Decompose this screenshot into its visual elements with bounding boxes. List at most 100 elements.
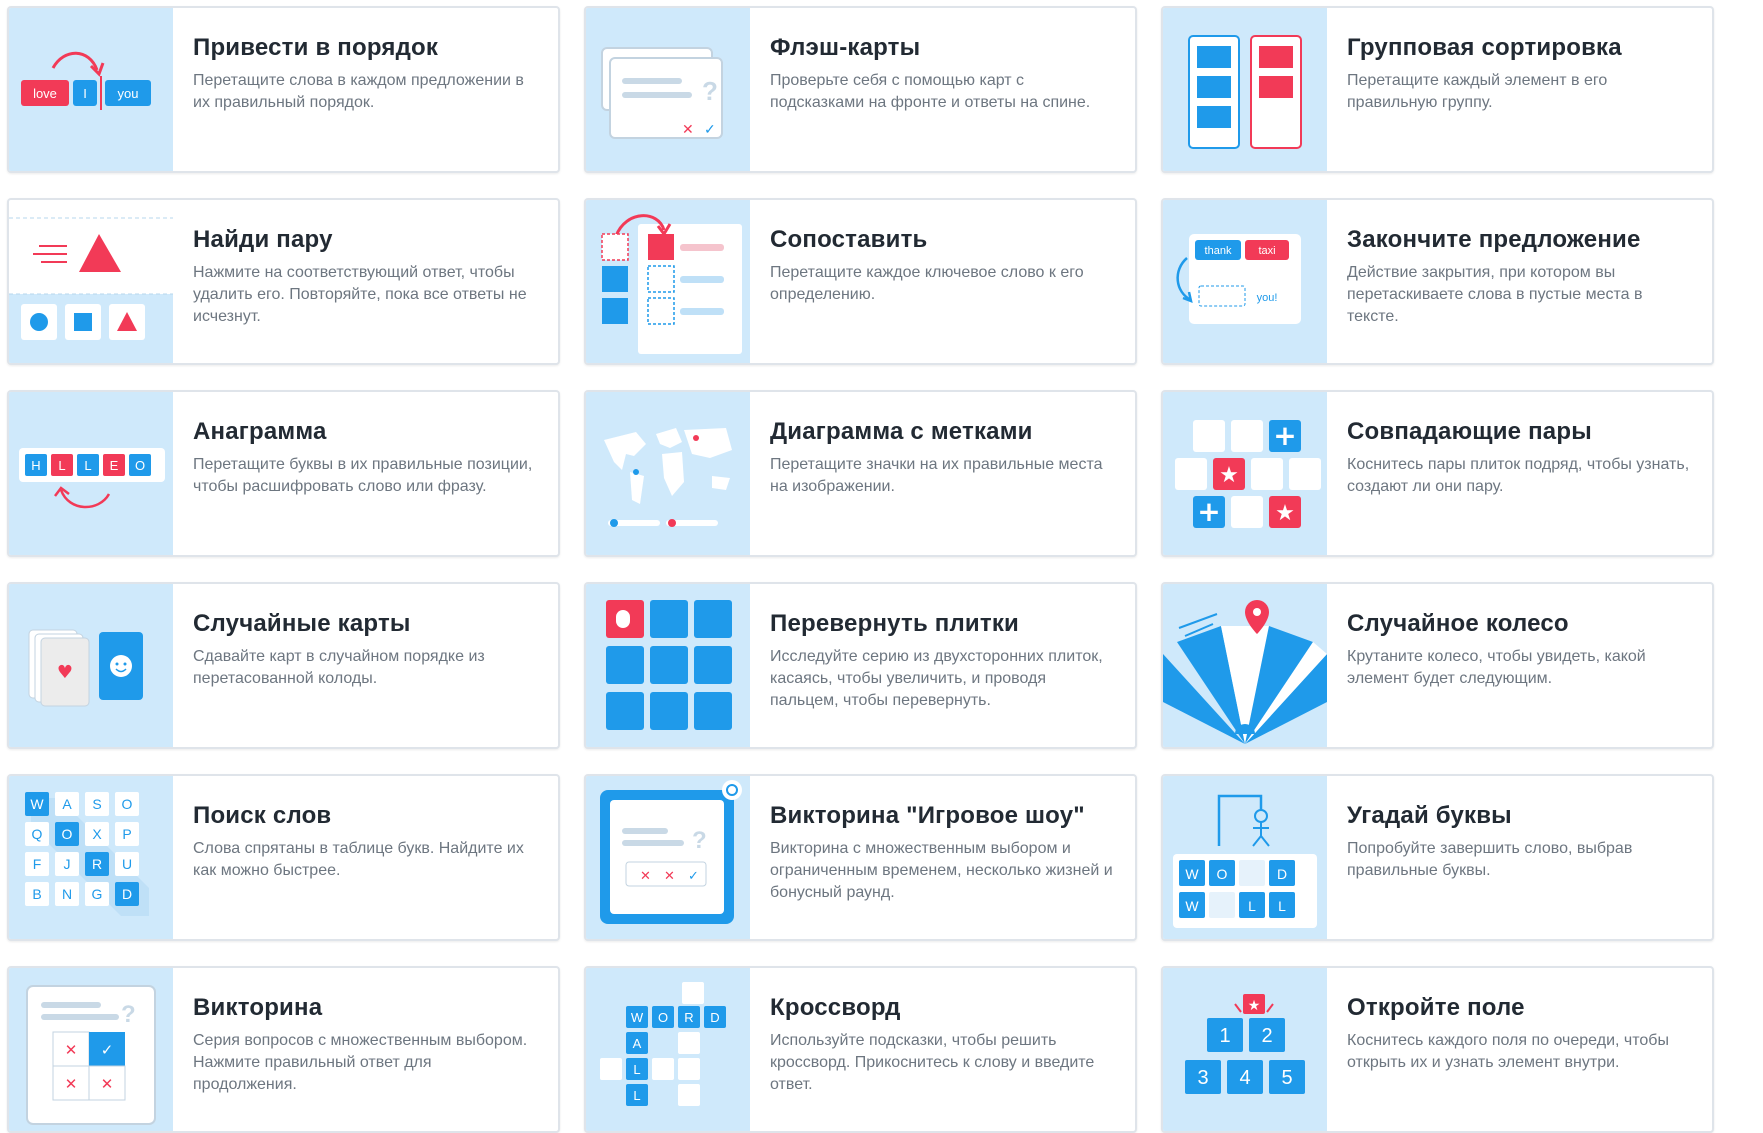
tile-label: O <box>122 796 133 812</box>
group-sort-icon <box>1163 8 1327 171</box>
template-card-flash-cards[interactable]: ? ✕ ✓ Флэш-карты Проверьте себя с помощь… <box>584 6 1137 173</box>
tile-label: H <box>31 458 40 473</box>
tile-label: R <box>684 1010 693 1025</box>
svg-text:?: ? <box>702 76 718 106</box>
svg-text:★: ★ <box>1219 463 1239 488</box>
card-description: Исследуйте серию из двухсторонних плиток… <box>770 648 1103 709</box>
template-card-random-wheel[interactable]: Случайное колесо Крутаните колесо, чтобы… <box>1161 582 1714 749</box>
tile-label: J <box>64 856 71 872</box>
card-title: Привести в порядок <box>193 34 439 61</box>
template-card-anagram[interactable]: H L L E O Анаграмма Перетащите буквы в и… <box>7 390 560 557</box>
template-grid: love I you Привести в порядок Перетащите… <box>7 6 1714 1133</box>
card-description: Викторина с множественным выбором и огра… <box>770 840 1113 901</box>
card-description: Перетащите буквы в их правильные позиции… <box>193 456 533 495</box>
tile-label: O <box>658 1010 668 1025</box>
template-card-group-sort[interactable]: Групповая сортировка Перетащите каждый э… <box>1161 6 1714 173</box>
tile-label: L <box>633 1062 640 1077</box>
svg-text:♥: ♥ <box>57 662 73 683</box>
template-card-gameshow-quiz[interactable]: ? ✕ ✕ ✓ Викторина "Игровое шоу" Викторин… <box>584 774 1137 941</box>
flip-tiles-icon <box>586 584 750 747</box>
tile-label: 3 <box>1197 1067 1208 1089</box>
card-description: Коснитесь каждого поля по очереди, чтобы… <box>1347 1032 1669 1071</box>
crossword-icon: W O R D A L L <box>586 968 750 1131</box>
svg-text:★: ★ <box>1275 501 1295 526</box>
template-card-random-cards[interactable]: ♥ Случайные карты Сдавайте карт в случай… <box>7 582 560 749</box>
svg-text:✕: ✕ <box>682 121 694 137</box>
template-card-matching-pairs[interactable]: + + ★ ★ Совпадающие пары Коснитесь пары … <box>1161 390 1714 557</box>
template-card-hangman[interactable]: W O D W L L Угадай буквы Попробуйте заве… <box>1161 774 1714 941</box>
tile-label: W <box>30 796 44 812</box>
svg-text:★: ★ <box>1248 998 1261 1014</box>
tile-label: L <box>633 1088 640 1103</box>
card-title: Найди пару <box>193 226 333 253</box>
card-title: Случайное колесо <box>1347 610 1569 637</box>
template-card-open-box[interactable]: ★ 1 2 3 4 5 Откройте поле Коснитесь кажд… <box>1161 966 1714 1133</box>
tile-label: N <box>62 886 72 902</box>
card-description: Действие закрытия, при котором вы перета… <box>1347 264 1643 325</box>
template-card-complete-sentence[interactable]: thank taxi you! Закончите предложение Де… <box>1161 198 1714 365</box>
template-card-match-up[interactable]: Сопоставить Перетащите каждое ключевое с… <box>584 198 1137 365</box>
sentence-order-icon: love I you <box>9 8 173 171</box>
match-up-icon <box>586 200 750 363</box>
tile-label: thank <box>1205 245 1232 257</box>
card-title: Поиск слов <box>193 802 332 829</box>
svg-text:✕: ✕ <box>664 869 675 884</box>
gameshow-quiz-icon: ? ✕ ✕ ✓ <box>586 776 750 939</box>
tile-label: W <box>1185 898 1199 914</box>
template-card-crossword[interactable]: W O R D A L L Кроссворд Используйте подс… <box>584 966 1137 1133</box>
template-card-sentence-order[interactable]: love I you Привести в порядок Перетащите… <box>7 6 560 173</box>
template-card-flip-tiles[interactable]: Перевернуть плитки Исследуйте серию из д… <box>584 582 1137 749</box>
flash-cards-icon: ? ✕ ✓ <box>586 8 750 171</box>
card-description: Попробуйте завершить слово, выбрав прави… <box>1347 840 1633 879</box>
tile-label: S <box>92 796 101 812</box>
tile-label: B <box>32 886 41 902</box>
anagram-icon: H L L E O <box>9 392 173 555</box>
card-description: Используйте подсказки, чтобы решить крос… <box>770 1032 1095 1093</box>
card-description: Перетащите слова в каждом предложении в … <box>193 72 524 111</box>
tile-label: G <box>92 886 103 902</box>
card-description: Перетащите каждое ключевое слово к его о… <box>770 264 1084 303</box>
tile-label: E <box>110 458 119 473</box>
tile-label: U <box>122 856 132 872</box>
tile-label: F <box>33 856 42 872</box>
labelled-diagram-icon <box>586 392 750 555</box>
svg-text:✓: ✓ <box>688 869 699 884</box>
tile-label: L <box>84 458 91 473</box>
card-title: Кроссворд <box>770 994 901 1021</box>
card-title: Случайные карты <box>193 610 411 637</box>
svg-text:+: + <box>1197 495 1220 528</box>
svg-text:?: ? <box>121 1001 136 1028</box>
complete-sentence-icon: thank taxi you! <box>1163 200 1327 363</box>
tile-label: Q <box>32 826 43 842</box>
tile-label: L <box>1278 898 1286 914</box>
tile-label: W <box>1185 866 1199 882</box>
open-box-icon: ★ 1 2 3 4 5 <box>1163 968 1327 1131</box>
tile-label: X <box>92 826 102 842</box>
svg-text:✓: ✓ <box>101 1041 114 1059</box>
svg-text:✕: ✕ <box>65 1075 78 1093</box>
tile-label: O <box>1217 866 1228 882</box>
random-cards-icon: ♥ <box>9 584 173 747</box>
tile-label: 5 <box>1281 1067 1292 1089</box>
card-description: Крутаните колесо, чтобы увидеть, какой э… <box>1347 648 1646 687</box>
tile-label: P <box>122 826 131 842</box>
tile-label: L <box>1248 898 1256 914</box>
template-card-find-match[interactable]: Найди пару Нажмите на соответствующий от… <box>7 198 560 365</box>
template-card-quiz[interactable]: ? ✕ ✓ ✕ ✕ Викторина Серия вопросов с мно… <box>7 966 560 1133</box>
svg-text:+: + <box>1273 419 1296 452</box>
template-card-labelled-diagram[interactable]: Диаграмма с метками Перетащите значки на… <box>584 390 1137 557</box>
card-title: Откройте поле <box>1347 994 1525 1021</box>
card-title: Угадай буквы <box>1347 802 1512 829</box>
tile-label: W <box>631 1010 644 1025</box>
svg-text:✓: ✓ <box>704 121 716 137</box>
card-title: Закончите предложение <box>1347 226 1641 253</box>
svg-text:?: ? <box>692 827 707 854</box>
hangman-icon: W O D W L L <box>1163 776 1327 939</box>
tile-label: taxi <box>1258 245 1275 257</box>
card-description: Коснитесь пары плиток подряд, чтобы узна… <box>1347 456 1690 495</box>
card-title: Сопоставить <box>770 226 928 253</box>
quiz-icon: ? ✕ ✓ ✕ ✕ <box>9 968 173 1131</box>
find-match-icon <box>9 200 173 363</box>
